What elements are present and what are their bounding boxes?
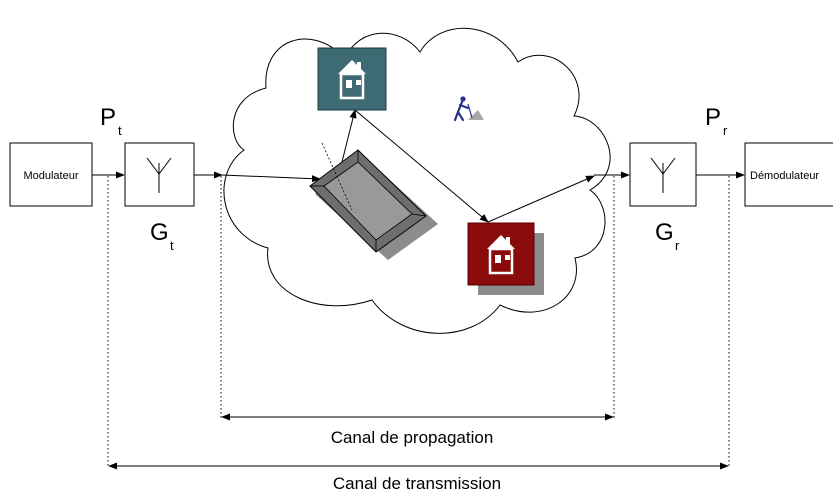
pt-label-sub: t xyxy=(118,123,122,138)
gt-label-sub: t xyxy=(170,238,174,253)
gt-label-main: G xyxy=(150,219,169,246)
building-icon xyxy=(317,47,387,111)
modulator-block xyxy=(9,142,93,207)
gr-label: G r xyxy=(655,219,680,253)
pr-label: P r xyxy=(705,104,728,138)
extent-guides xyxy=(107,176,730,467)
propagation-cloud xyxy=(223,28,611,334)
antenna-icon xyxy=(146,157,172,193)
transmission-range-label: Canal de transmission xyxy=(333,474,501,490)
gr-label-main: G xyxy=(655,219,674,246)
gt-label: G t xyxy=(150,219,174,253)
demodulator-label: Démodulateur xyxy=(750,170,819,182)
reflector-icon xyxy=(309,142,438,260)
propagation-range-label: Canal de propagation xyxy=(331,428,494,447)
pr-label-main: P xyxy=(705,104,721,131)
demodulator-block xyxy=(744,142,833,207)
pr-label-sub: r xyxy=(723,123,728,138)
pt-label: P t xyxy=(100,104,122,138)
antenna-icon xyxy=(650,157,676,193)
modulator-label: Modulateur xyxy=(23,170,78,182)
gr-label-sub: r xyxy=(675,238,680,253)
worker-icon xyxy=(453,96,484,122)
pt-label-main: P xyxy=(100,104,116,131)
building-icon xyxy=(467,222,544,295)
